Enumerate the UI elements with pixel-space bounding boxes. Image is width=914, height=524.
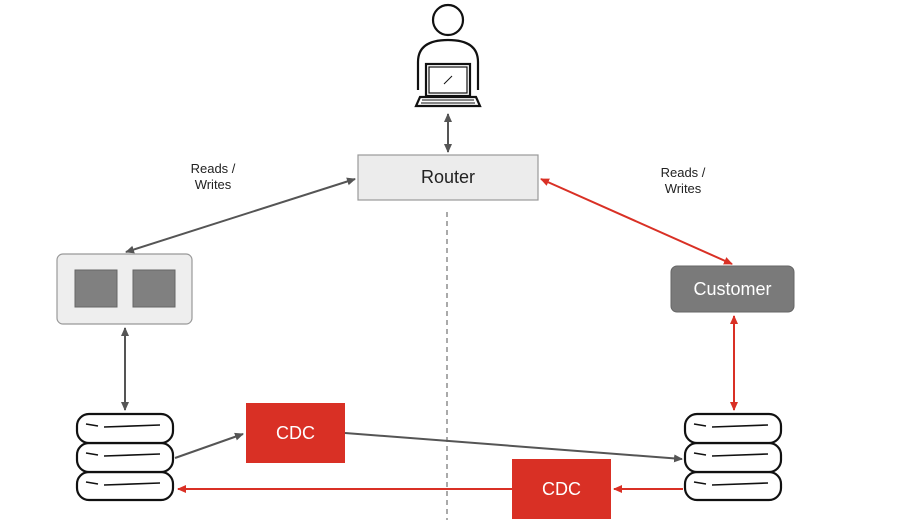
- cdc-top-label: CDC: [276, 422, 315, 443]
- left-label-line1: Reads /: [190, 161, 236, 176]
- user-with-laptop-icon: [414, 3, 482, 108]
- left-label-line2: Writes: [194, 177, 232, 192]
- customer-label: Customer: [693, 278, 772, 299]
- router-label: Router: [420, 167, 476, 187]
- cdc-rightdb-arrow: [344, 432, 683, 463]
- left-database-icon: [75, 412, 175, 502]
- router-customer-arrow: [540, 178, 733, 265]
- right-database-icon: [683, 412, 783, 502]
- cdc-top-box[interactable]: [246, 403, 345, 463]
- left-reads-writes-label: Reads / Writes: [170, 161, 256, 193]
- cdc-bottom-box[interactable]: [512, 459, 611, 519]
- right-label-line2: Writes: [664, 181, 702, 196]
- leftdb-cdc-arrow: [174, 432, 244, 459]
- cdc-bottom-label: CDC: [542, 478, 581, 499]
- right-label-line1: Reads /: [660, 165, 706, 180]
- right-reads-writes-label: Reads / Writes: [640, 165, 726, 197]
- router-box[interactable]: [357, 154, 539, 201]
- app-cluster-icon: [56, 253, 193, 325]
- router-cluster-arrow: [125, 177, 356, 254]
- customer-box[interactable]: [670, 265, 795, 313]
